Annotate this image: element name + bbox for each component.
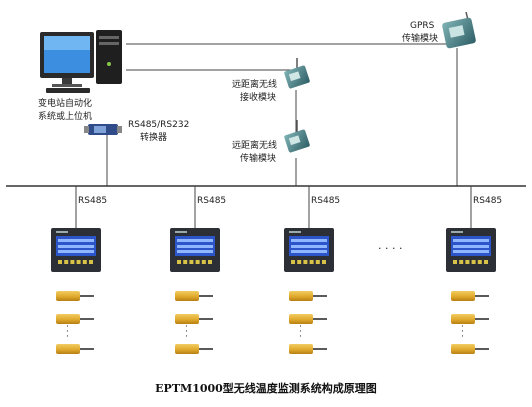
temperature-sensor bbox=[451, 344, 489, 354]
sensor-ellipsis-dot: · bbox=[461, 327, 464, 337]
monitor-ellipsis: · · · · bbox=[378, 242, 402, 255]
temperature-sensor bbox=[289, 291, 327, 301]
converter-label-line2: 转换器 bbox=[140, 131, 167, 143]
temperature-monitor-4 bbox=[446, 228, 496, 272]
transmitter-label-line1: 远距离无线 bbox=[232, 139, 277, 151]
bus-label-2: RS485 bbox=[197, 196, 226, 206]
sensor-ellipsis-dot: · bbox=[66, 327, 69, 337]
monitor-column-1: RS485 bbox=[75, 186, 107, 228]
receiver-label-line2: 接收模块 bbox=[240, 91, 276, 103]
monitor-column-3: RS485 bbox=[308, 186, 340, 228]
pc-computer bbox=[40, 30, 122, 93]
bus-label-3: RS485 bbox=[311, 196, 340, 206]
temperature-monitor-1 bbox=[51, 228, 101, 272]
diagram-title: EPTM1000型无线温度监测系统构成原理图 bbox=[155, 381, 377, 395]
temperature-monitor-3 bbox=[284, 228, 334, 272]
temperature-sensor bbox=[56, 291, 94, 301]
temperature-sensor bbox=[175, 314, 213, 324]
temperature-monitor-2 bbox=[170, 228, 220, 272]
gprs-label-line2: 传输模块 bbox=[402, 32, 438, 44]
converter-label-line1: RS485/RS232 bbox=[128, 120, 189, 130]
sensor-ellipsis-dot: · bbox=[299, 327, 302, 337]
temperature-sensor bbox=[289, 344, 327, 354]
sensor-ellipsis-dot: · bbox=[185, 327, 188, 337]
sensor-ellipsis-dot: · bbox=[185, 322, 188, 332]
sensor-ellipsis-dot: · bbox=[66, 322, 69, 332]
transmitter-label-line2: 传输模块 bbox=[240, 152, 276, 164]
bus-label-4: RS485 bbox=[473, 196, 502, 206]
bus-label-1: RS485 bbox=[78, 196, 107, 206]
wireless-transmitter-module bbox=[284, 120, 310, 153]
sensor-ellipsis-dot: · bbox=[299, 332, 302, 342]
sensor-ellipsis-dot: · bbox=[66, 332, 69, 342]
sensor-ellipsis-dot: · bbox=[299, 322, 302, 332]
temperature-sensor bbox=[451, 291, 489, 301]
wireless-receiver-module bbox=[284, 58, 310, 89]
monitor-column-2: RS485 bbox=[194, 186, 226, 228]
gprs-module bbox=[442, 11, 476, 49]
sensor-ellipsis-dot: · bbox=[461, 332, 464, 342]
pc-label-line1: 变电站自动化 bbox=[38, 97, 92, 109]
temperature-sensor bbox=[175, 291, 213, 301]
temperature-sensor bbox=[56, 314, 94, 324]
temperature-sensor bbox=[451, 314, 489, 324]
monitor-column-4: RS485 bbox=[470, 186, 502, 228]
rs485-rs232-converter bbox=[84, 124, 122, 135]
temperature-sensor bbox=[56, 344, 94, 354]
pc-label-line2: 系统或上位机 bbox=[38, 110, 92, 122]
gprs-label-line1: GPRS bbox=[410, 21, 435, 31]
sensor-ellipsis-dot: · bbox=[461, 322, 464, 332]
temperature-sensor bbox=[289, 314, 327, 324]
temperature-sensor bbox=[175, 344, 213, 354]
receiver-label-line1: 远距离无线 bbox=[232, 78, 277, 90]
sensor-ellipsis-dot: · bbox=[185, 332, 188, 342]
